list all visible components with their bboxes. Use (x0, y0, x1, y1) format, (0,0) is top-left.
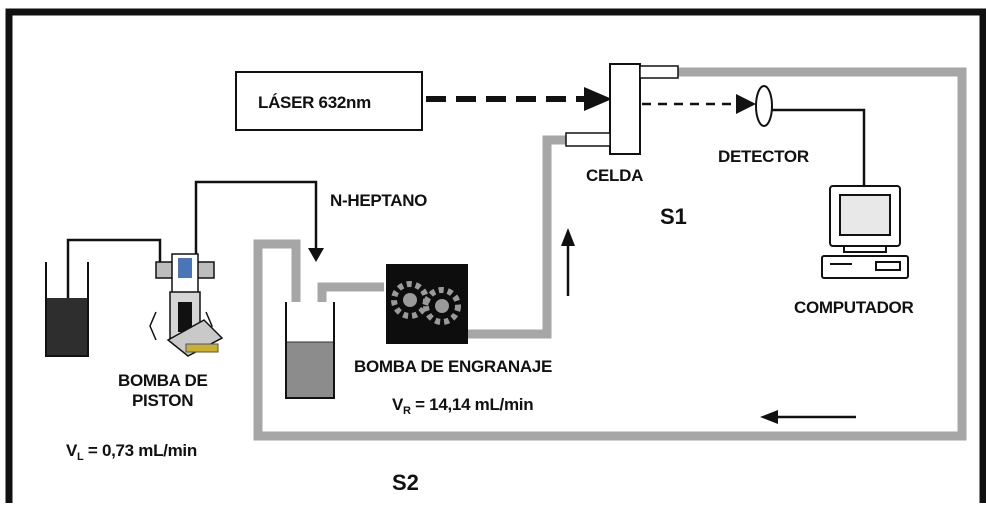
loop-s2-label: S2 (392, 470, 419, 495)
piston-flow-value: = 0,73 mL/min (83, 441, 196, 460)
gear-pump-label: BOMBA DE ENGRANAJE (354, 357, 552, 376)
gear-flow-rate: VR = 14,14 mL/min (392, 395, 533, 417)
flow-arrow-left (760, 410, 856, 424)
scattered-beam-arrow (736, 94, 756, 114)
solvent-reservoir (45, 262, 89, 357)
tubing (253, 67, 967, 441)
laser-beam-arrow (584, 87, 612, 111)
gear-flow-value: = 14,14 mL/min (411, 395, 534, 414)
piston-pump-icon (149, 253, 224, 357)
cell-inlet-port (565, 132, 611, 147)
cell-label: CELDA (586, 166, 643, 185)
computer-icon (821, 185, 909, 279)
piston-flow-rate: VL = 0,73 mL/min (66, 441, 197, 463)
computer-label: COMPUTADOR (794, 298, 913, 317)
solvent-label: N-HEPTANO (330, 191, 427, 210)
return-tube-s1 (253, 67, 967, 441)
sample-reservoir (285, 302, 335, 399)
piston-flow-prefix: V (66, 441, 78, 460)
gear-pump-icon (386, 264, 468, 344)
laser-label: LÁSER 632nm (258, 93, 371, 112)
gear-flow-subscript: R (403, 405, 411, 417)
gear-flow-prefix: V (392, 395, 404, 414)
cell-outlet-port (639, 65, 679, 79)
detector-label: DETECTOR (718, 147, 809, 166)
flow-arrow-up (561, 228, 575, 296)
piston-pump-label-line2: PISTON (132, 391, 193, 410)
thin-lines (66, 108, 866, 298)
laser-box (235, 71, 423, 131)
tube-reservoir-to-gear-pump (317, 282, 384, 302)
line-piston-to-reservoir (194, 180, 318, 262)
piston-pump-label-line1: BOMBA DE (118, 371, 208, 390)
heptane-arrow-head (308, 248, 324, 262)
piston-flow-subscript: L (77, 451, 84, 463)
feed-tube-to-cell (466, 135, 566, 339)
line-computer-to-detector (762, 108, 866, 192)
cell (609, 63, 641, 155)
line-solvent-to-piston (66, 238, 162, 298)
loop-s1-label: S1 (660, 204, 687, 229)
lens-icon (755, 85, 773, 127)
